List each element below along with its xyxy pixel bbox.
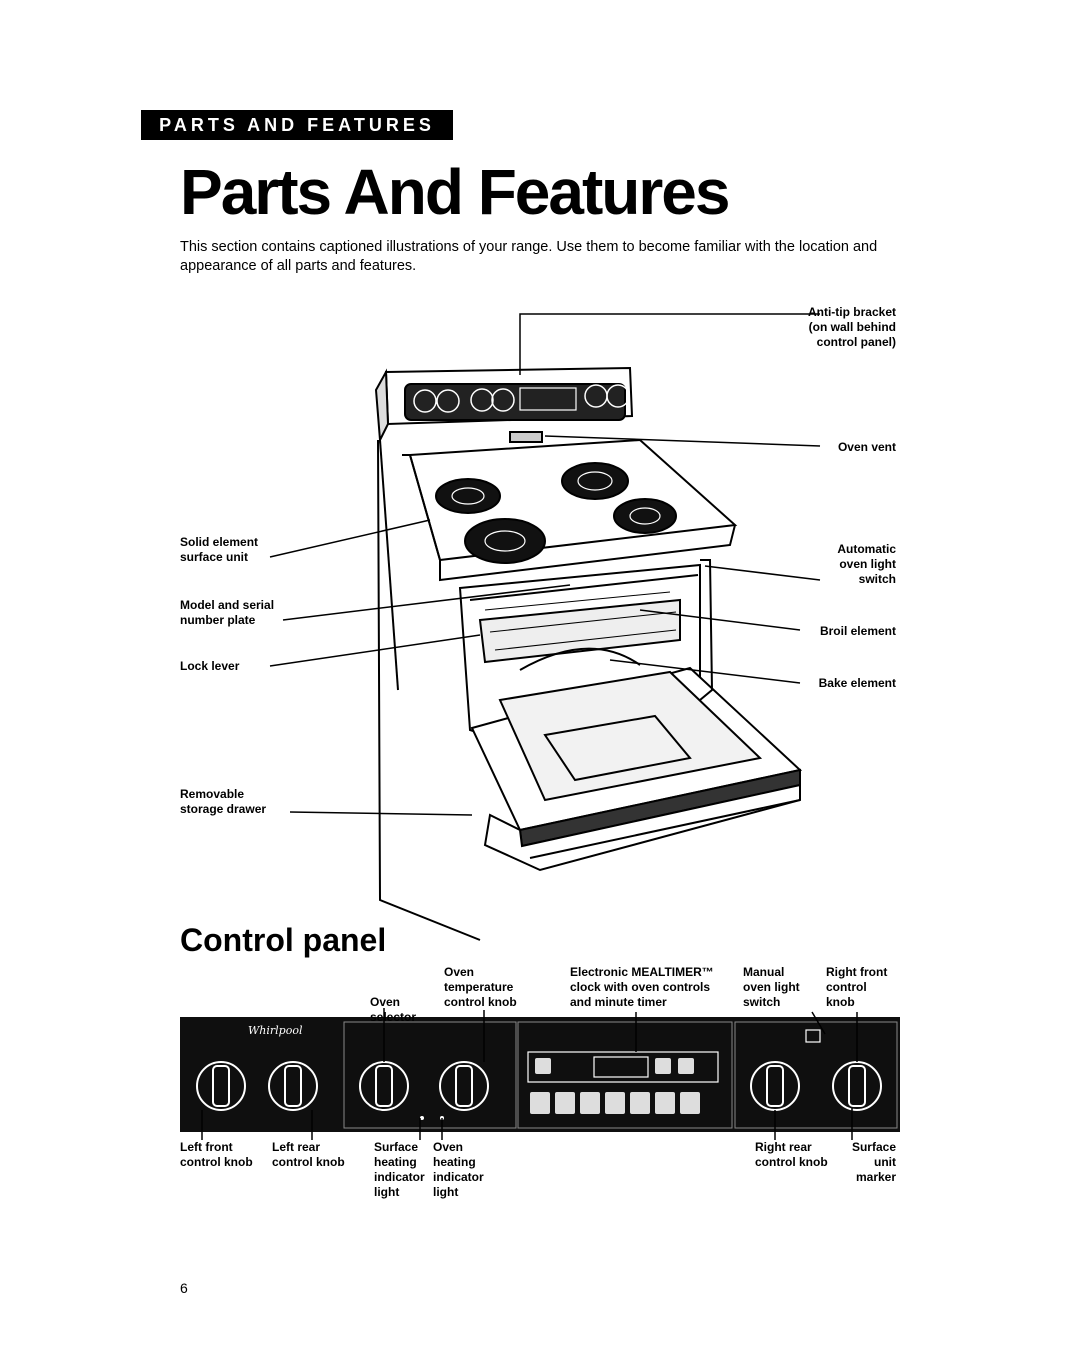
lock-lever-label: Lock lever (180, 659, 240, 673)
page-number: 6 (180, 1280, 188, 1296)
oven-vent-label: Oven vent (837, 440, 896, 454)
solid-element-surface-unit (464, 518, 546, 564)
brand-logo: Whirlpool (248, 1024, 303, 1037)
storage-drawer (483, 783, 801, 872)
bake-element-label: Bake element (818, 676, 896, 690)
intro-paragraph: This section contains captioned illustra… (180, 239, 878, 274)
broil-element-label: Broil element (819, 624, 896, 638)
section-banner: PARTS AND FEATURES (141, 110, 453, 140)
control-panel-heading: Control panel (180, 922, 387, 958)
control-panel-face (404, 383, 626, 421)
page-title: Parts And Features (180, 156, 730, 228)
control-panel-illustration (180, 1017, 900, 1132)
oven-vent-grille (509, 431, 543, 443)
